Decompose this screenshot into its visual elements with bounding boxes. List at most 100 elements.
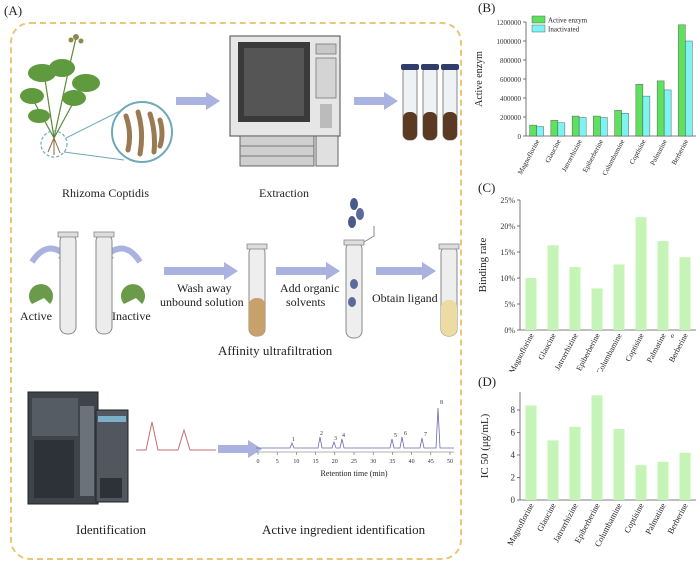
arrow-add-solvent xyxy=(276,262,340,280)
category-label: Glaucine xyxy=(544,138,563,164)
legend-label-0: Active enzym xyxy=(548,17,588,25)
bar-d-4 xyxy=(613,429,625,500)
peak-label-1: 1 xyxy=(292,437,295,443)
category-label: Jatrorrhizine xyxy=(560,138,584,173)
bar-b-0-3 xyxy=(593,115,601,137)
bar-c-2 xyxy=(569,267,581,330)
bar-b-1-5 xyxy=(642,95,651,137)
plant-illustration xyxy=(20,34,173,163)
workflow-frame xyxy=(10,22,462,560)
retention-tick-label: 10 xyxy=(293,459,299,465)
wash-label-line2: unbound solution xyxy=(160,295,244,309)
extraction-machine xyxy=(229,35,341,167)
bar-d-7 xyxy=(679,452,691,500)
chart-b: 020000040000060000080000010000001200000A… xyxy=(474,15,696,177)
category-label: Coptisine xyxy=(623,331,646,363)
category-label: Epiberberine xyxy=(581,138,605,174)
extraction-label: Extraction xyxy=(259,186,309,200)
bar-b-0-4 xyxy=(614,110,622,137)
retention-tick-label: 5 xyxy=(276,459,279,465)
y-tick-label: 25% xyxy=(500,196,515,205)
category-label: Coptisine xyxy=(628,138,648,165)
extract-tubes xyxy=(401,64,459,141)
peak-label-7: 7 xyxy=(424,432,427,438)
retention-tick-label: 35 xyxy=(389,459,395,465)
category-label: Palmatine xyxy=(645,331,668,364)
add-label-line2: solvents xyxy=(286,295,326,309)
elution-tube xyxy=(343,198,375,339)
retention-tick-label: 15 xyxy=(313,459,319,465)
chart-c: 0%5%10%15%20%25%Binding rateMagnoflorine… xyxy=(477,196,696,372)
y-tick-label: 4 xyxy=(511,450,516,460)
arrow-wash xyxy=(164,262,238,280)
category-label: Berberine xyxy=(670,138,690,166)
obtain-ligand-label: Obtain ligand xyxy=(372,291,438,305)
bar-c-5 xyxy=(635,217,647,330)
y-axis-label: Binding rate xyxy=(477,238,489,293)
peak-label-3: 3 xyxy=(334,436,337,442)
inactive-label: Inactive xyxy=(112,309,151,323)
category-label: Coptisine xyxy=(622,501,646,535)
peak-label-8: 8 xyxy=(440,400,443,406)
peak-label-5: 5 xyxy=(394,433,397,439)
chromatogram-mini xyxy=(136,421,216,451)
arrow-to-tubes xyxy=(354,92,398,110)
y-tick-label: 10% xyxy=(500,274,515,283)
bar-b-0-2 xyxy=(571,115,580,137)
y-tick-label: 1200000 xyxy=(497,19,522,27)
y-tick-label: 200000 xyxy=(500,114,522,122)
y-tick-label: 15% xyxy=(500,248,515,257)
y-axis-label: IC 50 (μg/mL) xyxy=(479,413,491,478)
bar-d-0 xyxy=(525,405,537,500)
y-tick-label: 8 xyxy=(511,405,516,415)
bar-d-6 xyxy=(657,461,669,500)
category-label: Berberine xyxy=(665,501,690,535)
active-ingredient-label: Active ingredient identification xyxy=(262,522,426,537)
affinity-label: Affinity ultrafiltration xyxy=(218,343,333,358)
category-label: Glaucine xyxy=(536,331,558,361)
bar-b-1-4 xyxy=(621,112,629,137)
bar-b-0-0 xyxy=(529,124,537,137)
bar-b-1-0 xyxy=(536,126,544,137)
bar-c-4 xyxy=(613,264,625,330)
retention-tick-label: 40 xyxy=(409,459,415,465)
arrow-to-extraction xyxy=(176,92,220,110)
category-label: Palmatine xyxy=(643,501,668,536)
bar-d-1 xyxy=(547,440,559,500)
y-tick-label: 0 xyxy=(511,495,516,505)
hplc-instrument xyxy=(27,391,129,505)
y-axis-label: Active enzym xyxy=(474,51,485,107)
retention-tick-label: 30 xyxy=(370,459,376,465)
ligand-tube xyxy=(438,243,460,337)
category-label: Columbamine xyxy=(601,138,627,177)
retention-tick-label: 0 xyxy=(257,459,260,465)
legend-label-1: Inactivated xyxy=(548,26,580,34)
rhizoma-coptidis-label: Rhizoma Coptidis xyxy=(62,186,149,200)
peak-label-2: 2 xyxy=(320,431,323,437)
legend-swatch-0 xyxy=(531,15,546,24)
retention-tick-label: 50 xyxy=(447,459,453,465)
category-label: Magnoflorine xyxy=(507,331,536,372)
bar-b-1-1 xyxy=(557,122,566,137)
brown-tube xyxy=(246,243,268,337)
panel-c-label: (C) xyxy=(478,180,496,195)
y-tick-label: 2 xyxy=(511,473,516,483)
bar-b-1-3 xyxy=(600,117,608,137)
retention-tick-label: 25 xyxy=(351,459,357,465)
legend-swatch-1 xyxy=(531,24,546,33)
y-tick-label: 800000 xyxy=(500,57,522,65)
bar-b-0-1 xyxy=(550,120,559,137)
peak-label-4: 4 xyxy=(342,433,345,439)
bar-b-0-6 xyxy=(656,80,665,137)
chart-c-annotation: e xyxy=(671,332,674,340)
bar-d-5 xyxy=(635,465,647,500)
bar-d-2 xyxy=(569,426,581,500)
y-tick-label: 400000 xyxy=(500,95,522,103)
bar-b-1-7 xyxy=(685,40,693,137)
bar-b-0-5 xyxy=(635,84,644,137)
bar-d-3 xyxy=(591,395,603,500)
y-tick-label: 0% xyxy=(504,326,515,335)
category-label: Palmatine xyxy=(649,138,669,166)
